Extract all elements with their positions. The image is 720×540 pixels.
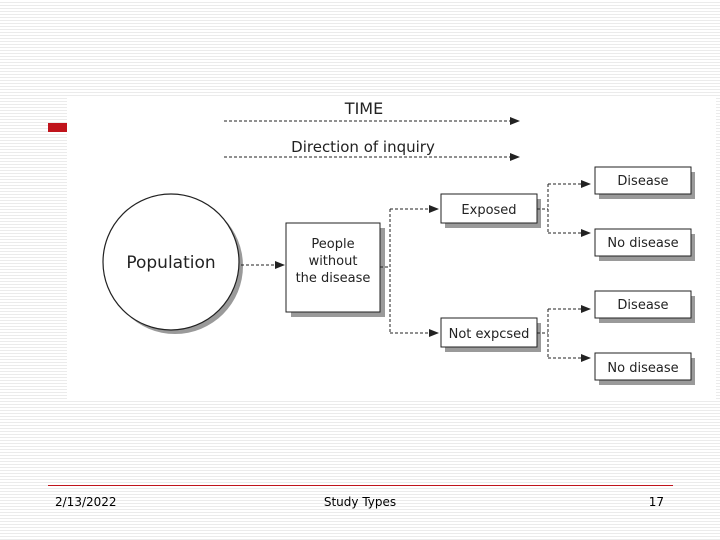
exposed-no-disease-label: No disease [607,236,678,251]
people-branch-connector [380,205,439,337]
exposed-disease-label: Disease [617,174,668,189]
footer-date: 2/13/2022 [55,495,117,509]
cohort-study-diagram: TIME Direction of inquiry Population Peo… [67,96,716,399]
exposed-no-disease-node: No disease [594,228,695,261]
population-node: Population [102,193,243,334]
people-line-2: without [309,254,358,269]
not-exposed-box [440,317,538,348]
not-exposed-no-disease-label: No disease [607,361,678,376]
title-accent-bar [48,123,67,132]
exposed-node: Exposed [440,193,541,228]
footer-page-number: 17 [648,495,664,509]
exposed-disease-box [594,166,692,195]
diagram-canvas: TIME Direction of inquiry Population Peo… [102,99,695,385]
exposed-label: Exposed [461,203,516,218]
people-line-3: the disease [296,271,371,286]
direction-label: Direction of inquiry [291,138,435,156]
exposed-branch-connector [537,180,591,237]
not-exposed-label: Not expcsed [449,327,530,342]
footer-divider [48,485,673,486]
exposed-disease-node: Disease [594,166,695,199]
not-exposed-node: Not expcsed [440,317,541,352]
not-exposed-disease-box [594,290,692,319]
people-line-1: People [311,237,354,252]
footer-title: Study Types [323,495,397,509]
not-exposed-branch-connector [537,305,591,362]
population-label: Population [126,253,215,273]
not-exposed-no-disease-box [594,352,692,381]
time-label: TIME [344,99,383,118]
not-exposed-disease-node: Disease [594,290,695,323]
exposed-no-disease-box [594,228,692,257]
population-circle [102,193,240,331]
exposed-box [440,193,538,224]
not-exposed-disease-label: Disease [617,298,668,313]
people-without-disease-node: People without the disease [285,222,385,317]
not-exposed-no-disease-node: No disease [594,352,695,385]
